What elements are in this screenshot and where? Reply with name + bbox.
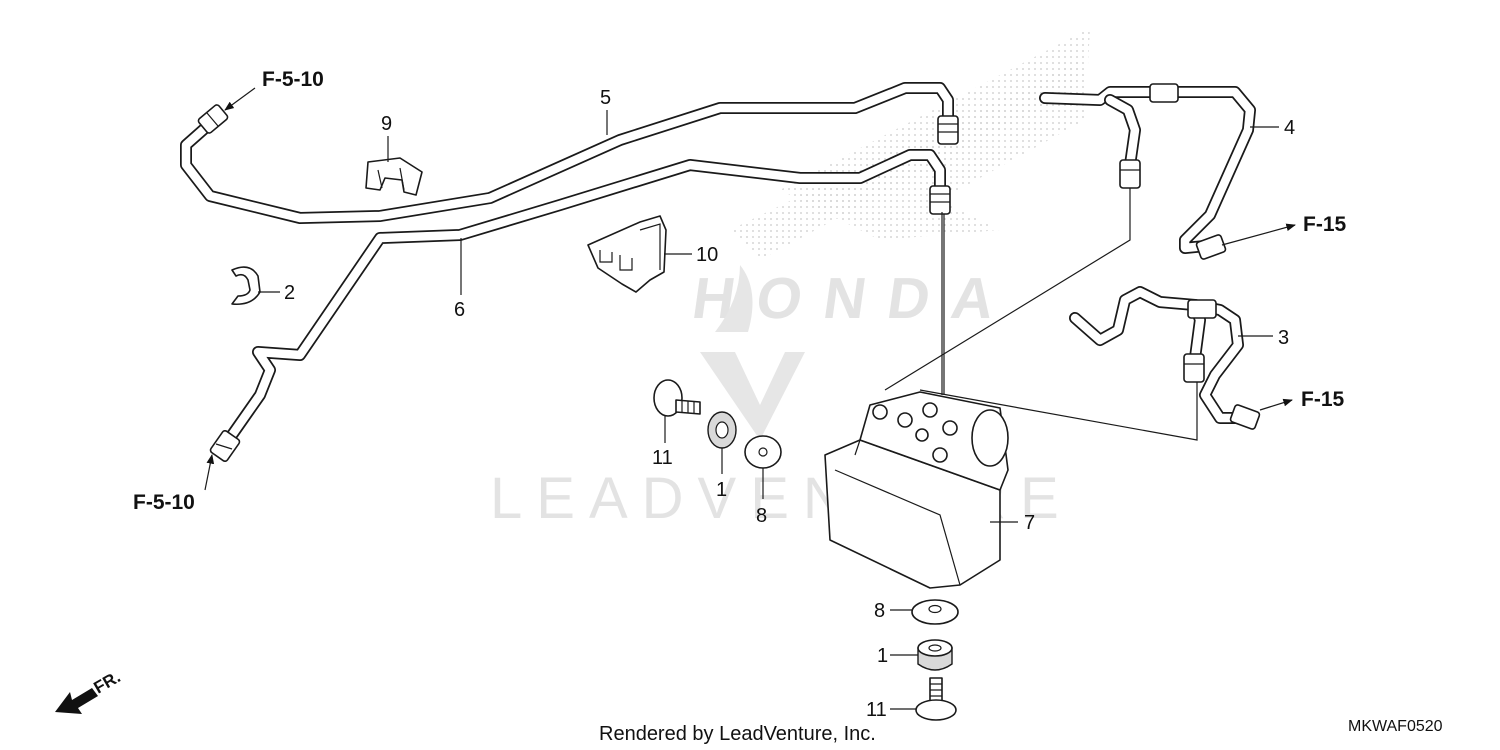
pipe-3-fitting-down bbox=[1183, 353, 1205, 383]
pipe-3-fitting-top bbox=[1187, 299, 1217, 319]
callout-8-upper[interactable]: 8 bbox=[756, 505, 767, 527]
pipe-4-fitting-top bbox=[1149, 83, 1179, 103]
ref-arrow-right-lower bbox=[1259, 398, 1293, 411]
ref-label-right-lower[interactable]: F-15 bbox=[1301, 388, 1345, 411]
collar-8-lower[interactable] bbox=[911, 599, 959, 625]
pipe-5-fitting-right bbox=[937, 115, 959, 145]
callout-11-upper[interactable]: 11 bbox=[652, 447, 673, 469]
ref-arrow-right-upper bbox=[1221, 223, 1296, 246]
ref-arrow-bottom-left bbox=[204, 454, 215, 491]
front-direction-arrow-icon bbox=[55, 688, 98, 714]
bolt-11-upper[interactable] bbox=[653, 379, 701, 417]
callout-1-upper[interactable]: 1 bbox=[716, 479, 727, 501]
brake-pipe-5[interactable] bbox=[180, 82, 954, 224]
pipe-5-fitting-left bbox=[197, 104, 229, 134]
brake-pipe-4[interactable] bbox=[1039, 86, 1256, 254]
callout-5[interactable]: 5 bbox=[600, 87, 611, 109]
abs-modulator-7[interactable] bbox=[824, 391, 1009, 589]
brake-pipe-6[interactable] bbox=[219, 149, 946, 451]
pipe-3-fitting-end bbox=[1229, 404, 1261, 430]
callout-1-lower[interactable]: 1 bbox=[877, 645, 888, 667]
pipe-4-fitting-end bbox=[1195, 234, 1227, 260]
ref-label-right-upper[interactable]: F-15 bbox=[1303, 213, 1347, 236]
pipe-6-fitting-right bbox=[929, 185, 951, 215]
callout-2[interactable]: 2 bbox=[284, 282, 295, 304]
clamp-9[interactable] bbox=[365, 157, 423, 196]
ref-arrow-top-left bbox=[224, 87, 256, 111]
pipe-6-fitting-bottom bbox=[209, 429, 241, 463]
callout-leaders bbox=[258, 110, 1279, 710]
diagram-code: MKWAF0520 bbox=[1348, 718, 1443, 735]
callout-7[interactable]: 7 bbox=[1024, 512, 1035, 534]
clip-2[interactable] bbox=[231, 266, 261, 306]
leadventure-logo-watermark bbox=[700, 265, 805, 440]
rendered-by-credit: Rendered by LeadVenture, Inc. bbox=[599, 723, 876, 745]
ref-label-bottom-left[interactable]: F-5-10 bbox=[133, 491, 195, 514]
collar-8-upper[interactable] bbox=[744, 435, 782, 469]
honda-wing-watermark bbox=[730, 28, 1090, 260]
ref-label-top-left[interactable]: F-5-10 bbox=[262, 68, 324, 91]
callout-9[interactable]: 9 bbox=[381, 113, 392, 135]
pipe-4-fitting-down bbox=[1119, 159, 1141, 189]
grommet-1-lower[interactable] bbox=[917, 639, 953, 671]
holder-10[interactable] bbox=[587, 215, 667, 293]
bolt-11-lower[interactable] bbox=[915, 677, 957, 721]
callout-3[interactable]: 3 bbox=[1278, 327, 1289, 349]
callout-8-lower[interactable]: 8 bbox=[874, 600, 885, 622]
callout-10[interactable]: 10 bbox=[696, 244, 718, 266]
callout-4[interactable]: 4 bbox=[1284, 117, 1295, 139]
grommet-1-upper[interactable] bbox=[707, 411, 737, 449]
callout-6[interactable]: 6 bbox=[454, 299, 465, 321]
connection-lines bbox=[884, 188, 1198, 441]
callout-11-lower[interactable]: 11 bbox=[866, 699, 887, 721]
